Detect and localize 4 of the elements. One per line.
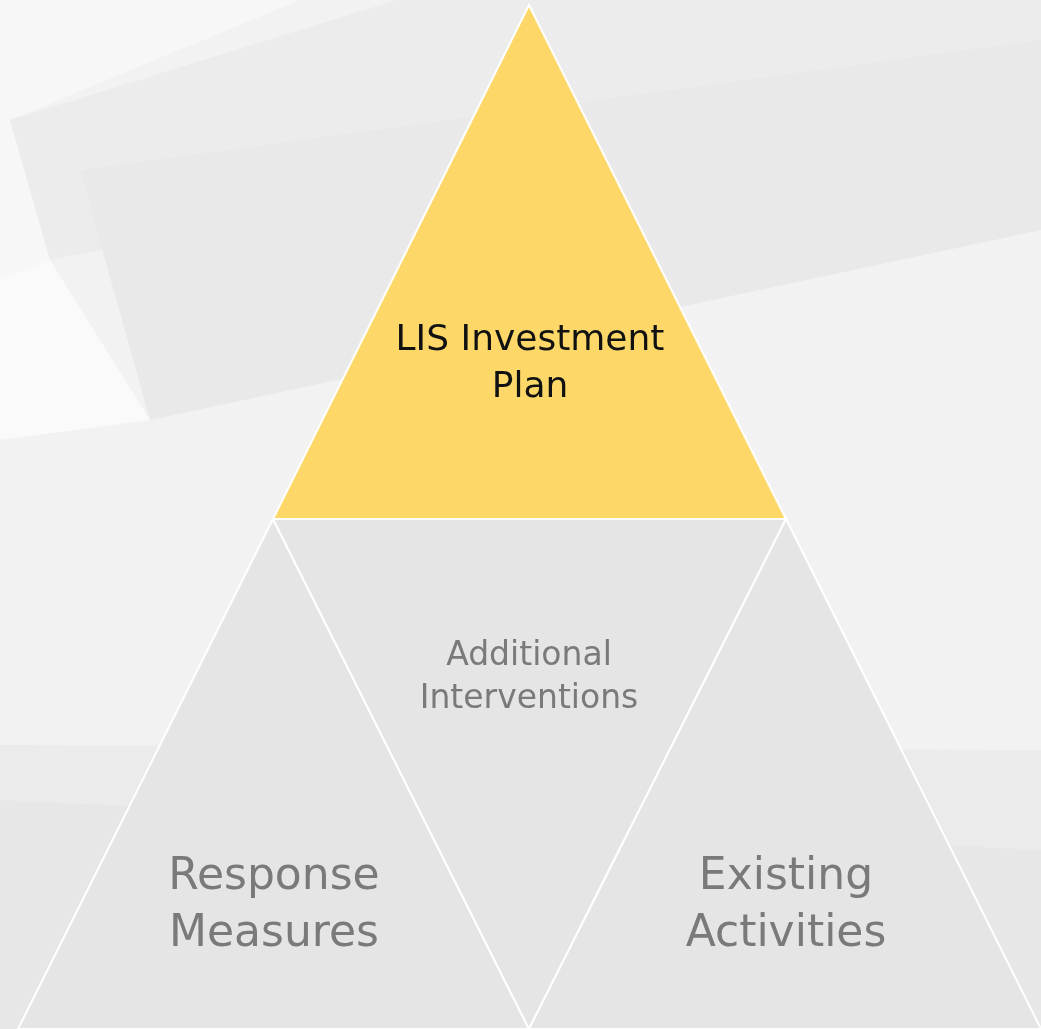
triangle-label: LIS Investment Plan: [394, 316, 666, 407]
triangle-label: Response Measures: [167, 847, 381, 959]
triangle-label: Additional Interventions: [418, 633, 640, 718]
triangle-label: Existing Activities: [684, 847, 888, 959]
